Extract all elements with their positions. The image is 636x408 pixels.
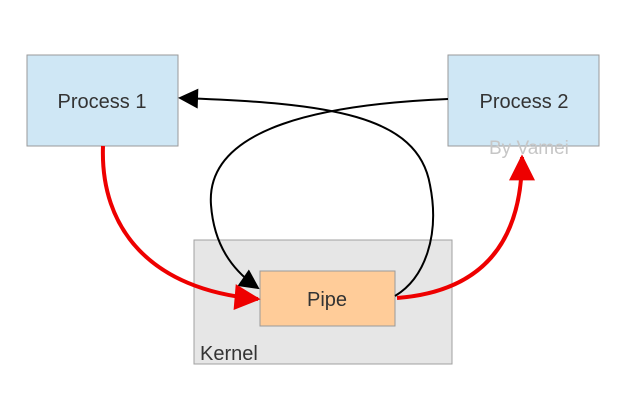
- pipe-label: Pipe: [307, 289, 347, 311]
- process-2-box: [447, 54, 600, 147]
- pipe-box: [259, 270, 396, 327]
- data-arrow-write: [100, 145, 261, 310]
- control-arrow-to-pipe: [209, 98, 449, 290]
- data-arrow-read: [396, 154, 535, 300]
- watermark-text: By Vamei: [489, 138, 569, 159]
- process-1-box: [26, 54, 179, 147]
- control-arrow-to-process-1: [178, 88, 434, 297]
- process-1-label: Process 1: [58, 91, 147, 113]
- process-2-label: Process 2: [480, 91, 569, 113]
- kernel-label: Kernel: [200, 343, 258, 365]
